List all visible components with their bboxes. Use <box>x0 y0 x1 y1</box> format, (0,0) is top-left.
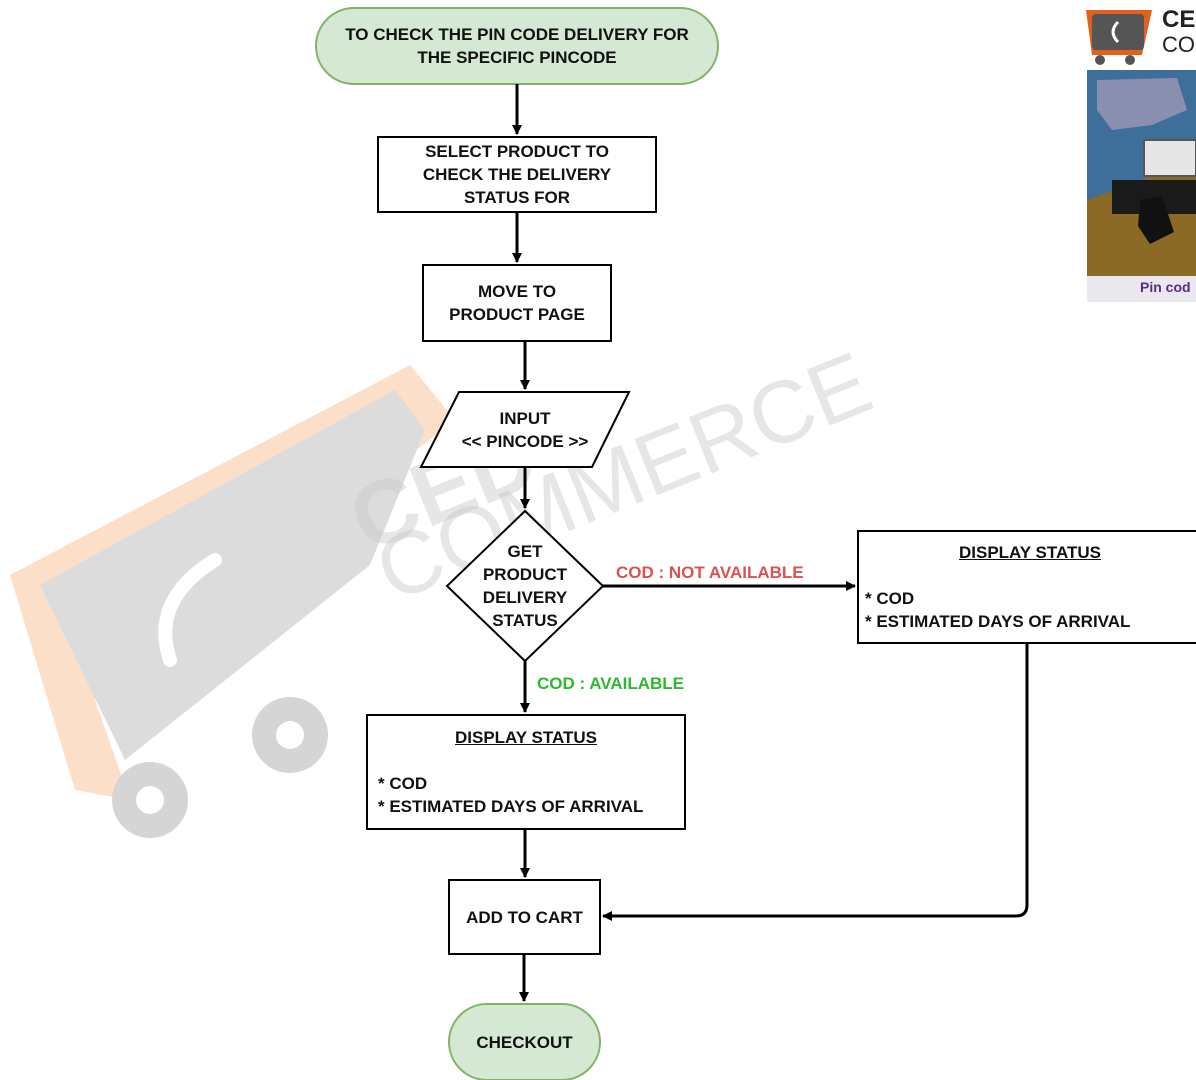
move-page-line-1: MOVE TO <box>477 282 557 301</box>
move-page-line-2: PRODUCT PAGE <box>449 305 585 324</box>
watermark-cart-outline <box>10 365 455 800</box>
watermark-wheel-left <box>112 762 188 838</box>
display-status-left-item-days: * ESTIMATED DAYS OF ARRIVAL <box>378 797 644 816</box>
thumbnail-brand-bottom: CO <box>1162 32 1195 57</box>
watermark-c-glyph <box>158 553 222 667</box>
input-line-1: INPUT <box>499 408 551 428</box>
thumbnail-brand-top: CE <box>1162 6 1196 33</box>
thumbnail-caption: Pin cod <box>1140 279 1191 295</box>
arrow-right-display-to-cart <box>602 643 1029 921</box>
checkout-text: CHECKOUT <box>476 1032 573 1052</box>
display-status-right-items: * COD * ESTIMATED DAYS OF ARRIVAL <box>858 587 1196 633</box>
select-product-line-2: CHECK THE DELIVERY <box>422 165 612 184</box>
decision-line-2: PRODUCT <box>482 565 568 584</box>
decision-line-3: DELIVERY <box>482 588 568 607</box>
checkout-terminator <box>448 1003 601 1080</box>
display-status-left-item-cod: * COD <box>378 774 428 793</box>
thumbnail-image: CE CO Pin cod <box>1082 0 1196 302</box>
display-status-left-items: * COD * ESTIMATED DAYS OF ARRIVAL <box>367 772 685 818</box>
add-to-cart-label: ADD TO CART <box>449 880 600 954</box>
decision-line-4: STATUS <box>492 611 558 630</box>
edge-label-available: COD : AVAILABLE <box>537 674 685 693</box>
add-to-cart-box <box>448 879 601 955</box>
start-label: TO CHECK THE PIN CODE DELIVERY FOR THE S… <box>316 8 718 84</box>
display-status-right-label: DISPLAY STATUS * COD * ESTIMATED DAYS OF… <box>858 531 1196 643</box>
move-page-label: MOVE TO PRODUCT PAGE <box>423 265 611 341</box>
select-product-line-3: STATUS FOR <box>463 188 571 207</box>
select-product-line-1: SELECT PRODUCT TO <box>425 142 609 161</box>
move-page-box <box>422 264 612 342</box>
watermark-cart-body <box>40 390 425 760</box>
display-status-left-heading: DISPLAY STATUS <box>454 728 597 747</box>
select-product-label: SELECT PRODUCT TO CHECK THE DELIVERY STA… <box>378 137 656 212</box>
display-status-right-item-days: * ESTIMATED DAYS OF ARRIVAL <box>865 612 1131 631</box>
watermark-wheel-right <box>252 697 328 773</box>
input-label: INPUT << PINCODE >> <box>421 392 629 467</box>
input-line-2: << PINCODE >> <box>461 431 589 451</box>
display-status-right-heading: DISPLAY STATUS <box>958 543 1101 562</box>
display-status-left-label: DISPLAY STATUS * COD * ESTIMATED DAYS OF… <box>367 715 685 829</box>
decision-label: GET PRODUCT DELIVERY STATUS <box>447 511 603 661</box>
display-status-right-item-cod: * COD <box>865 589 915 608</box>
display-status-left-box <box>366 714 686 830</box>
start-line-2: THE SPECIFIC PINCODE <box>417 48 617 67</box>
checkout-label: CHECKOUT <box>449 1004 600 1080</box>
edge-label-not-available: COD : NOT AVAILABLE <box>616 563 804 582</box>
add-to-cart-text: ADD TO CART <box>466 907 583 927</box>
display-status-right-box <box>857 530 1196 644</box>
input-parallelogram <box>419 391 631 468</box>
select-product-box <box>377 136 657 213</box>
start-line-1: TO CHECK THE PIN CODE DELIVERY FOR <box>345 25 689 44</box>
decision-line-1: GET <box>507 542 543 561</box>
